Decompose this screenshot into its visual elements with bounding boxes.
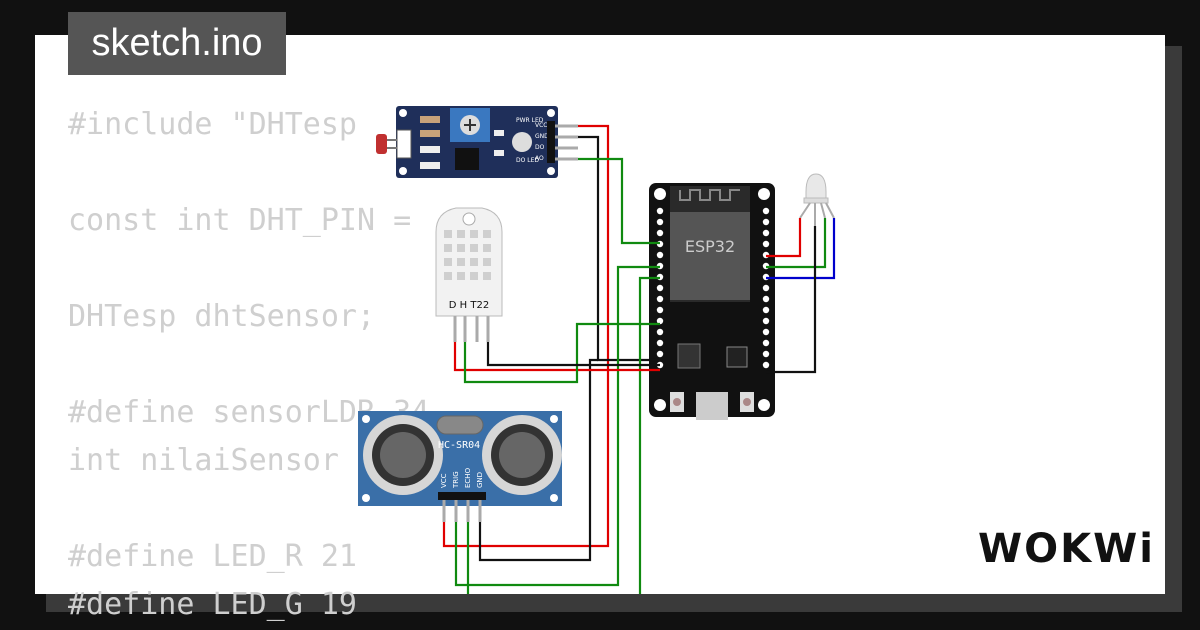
esp32-header-pin [656, 317, 664, 325]
hcsr04-pin-trig: TRIG [452, 471, 460, 489]
esp32-header-pin [762, 317, 770, 325]
esp32-header-pin [762, 361, 770, 369]
esp32-header-pin [762, 284, 770, 292]
code-line: #define sensorLDR 34 [68, 395, 430, 430]
esp32-header-pin [656, 328, 664, 336]
esp32-header-pin [656, 306, 664, 314]
hcsr04-pin-vcc: VCC [440, 473, 448, 488]
ldr-pin-do: DO [535, 144, 545, 151]
esp32-header-pin [762, 306, 770, 314]
hcsr04-pin-gnd: GND [476, 472, 484, 488]
esp32-header-pin [656, 251, 664, 259]
code-line: #include "DHTesp [68, 107, 357, 142]
esp32-header-pin [656, 218, 664, 226]
pwr-led-label: PWR LED [516, 117, 544, 124]
wokwi-logo: WOKWi [978, 526, 1155, 572]
preview-card: #include "DHTesp const int DHT_PIN = DHTe… [35, 35, 1165, 622]
hcsr04-pin-echo: ECHO [464, 467, 472, 488]
hcsr04-sensor[interactable]: HC-SR04 VCC TRIG ECHO GND [358, 411, 562, 522]
esp32-header-pin [762, 295, 770, 303]
code-line: const int DHT_PIN = [68, 203, 430, 238]
code-line: #define LED_R 21 [68, 539, 357, 574]
esp32-header-pin [762, 328, 770, 336]
code-line: int nilaiSensor [68, 443, 339, 478]
ldr-module[interactable]: PWR LED DO LED VCC GND DO AO [376, 106, 578, 178]
esp32-board[interactable]: ESP32 [649, 183, 775, 420]
esp32-header-pin [656, 295, 664, 303]
esp32-header-pin [762, 218, 770, 226]
esp32-header-pin [656, 207, 664, 215]
ldr-pin-ao: AO [535, 155, 544, 162]
do-led-label: DO LED [516, 157, 539, 164]
code-line: #define LED_G 19 [68, 587, 357, 622]
hcsr04-label: HC-SR04 [438, 440, 480, 451]
esp32-header-pin [656, 284, 664, 292]
esp32-header-pin [762, 350, 770, 358]
esp32-header-pin [656, 229, 664, 237]
esp32-header-pin [656, 339, 664, 347]
esp32-header-pin [762, 240, 770, 248]
esp32-header-pin [762, 229, 770, 237]
ldr-pin-vcc: VCC [535, 122, 547, 129]
dht22-sensor[interactable]: D H T22 [435, 207, 503, 342]
ldr-pin-gnd: GND [535, 133, 549, 140]
esp32-label: ESP32 [685, 237, 735, 256]
dht22-label: D H T22 [449, 300, 489, 311]
file-title: sketch.ino [68, 12, 286, 75]
esp32-header-pin [762, 207, 770, 215]
esp32-header-pin [656, 350, 664, 358]
esp32-header-pin [762, 339, 770, 347]
code-preview: #include "DHTesp const int DHT_PIN = DHTe… [68, 101, 429, 629]
wires [442, 124, 836, 594]
code-line: DHTesp dhtSensor; [68, 299, 376, 334]
rgb-led[interactable] [799, 173, 835, 226]
